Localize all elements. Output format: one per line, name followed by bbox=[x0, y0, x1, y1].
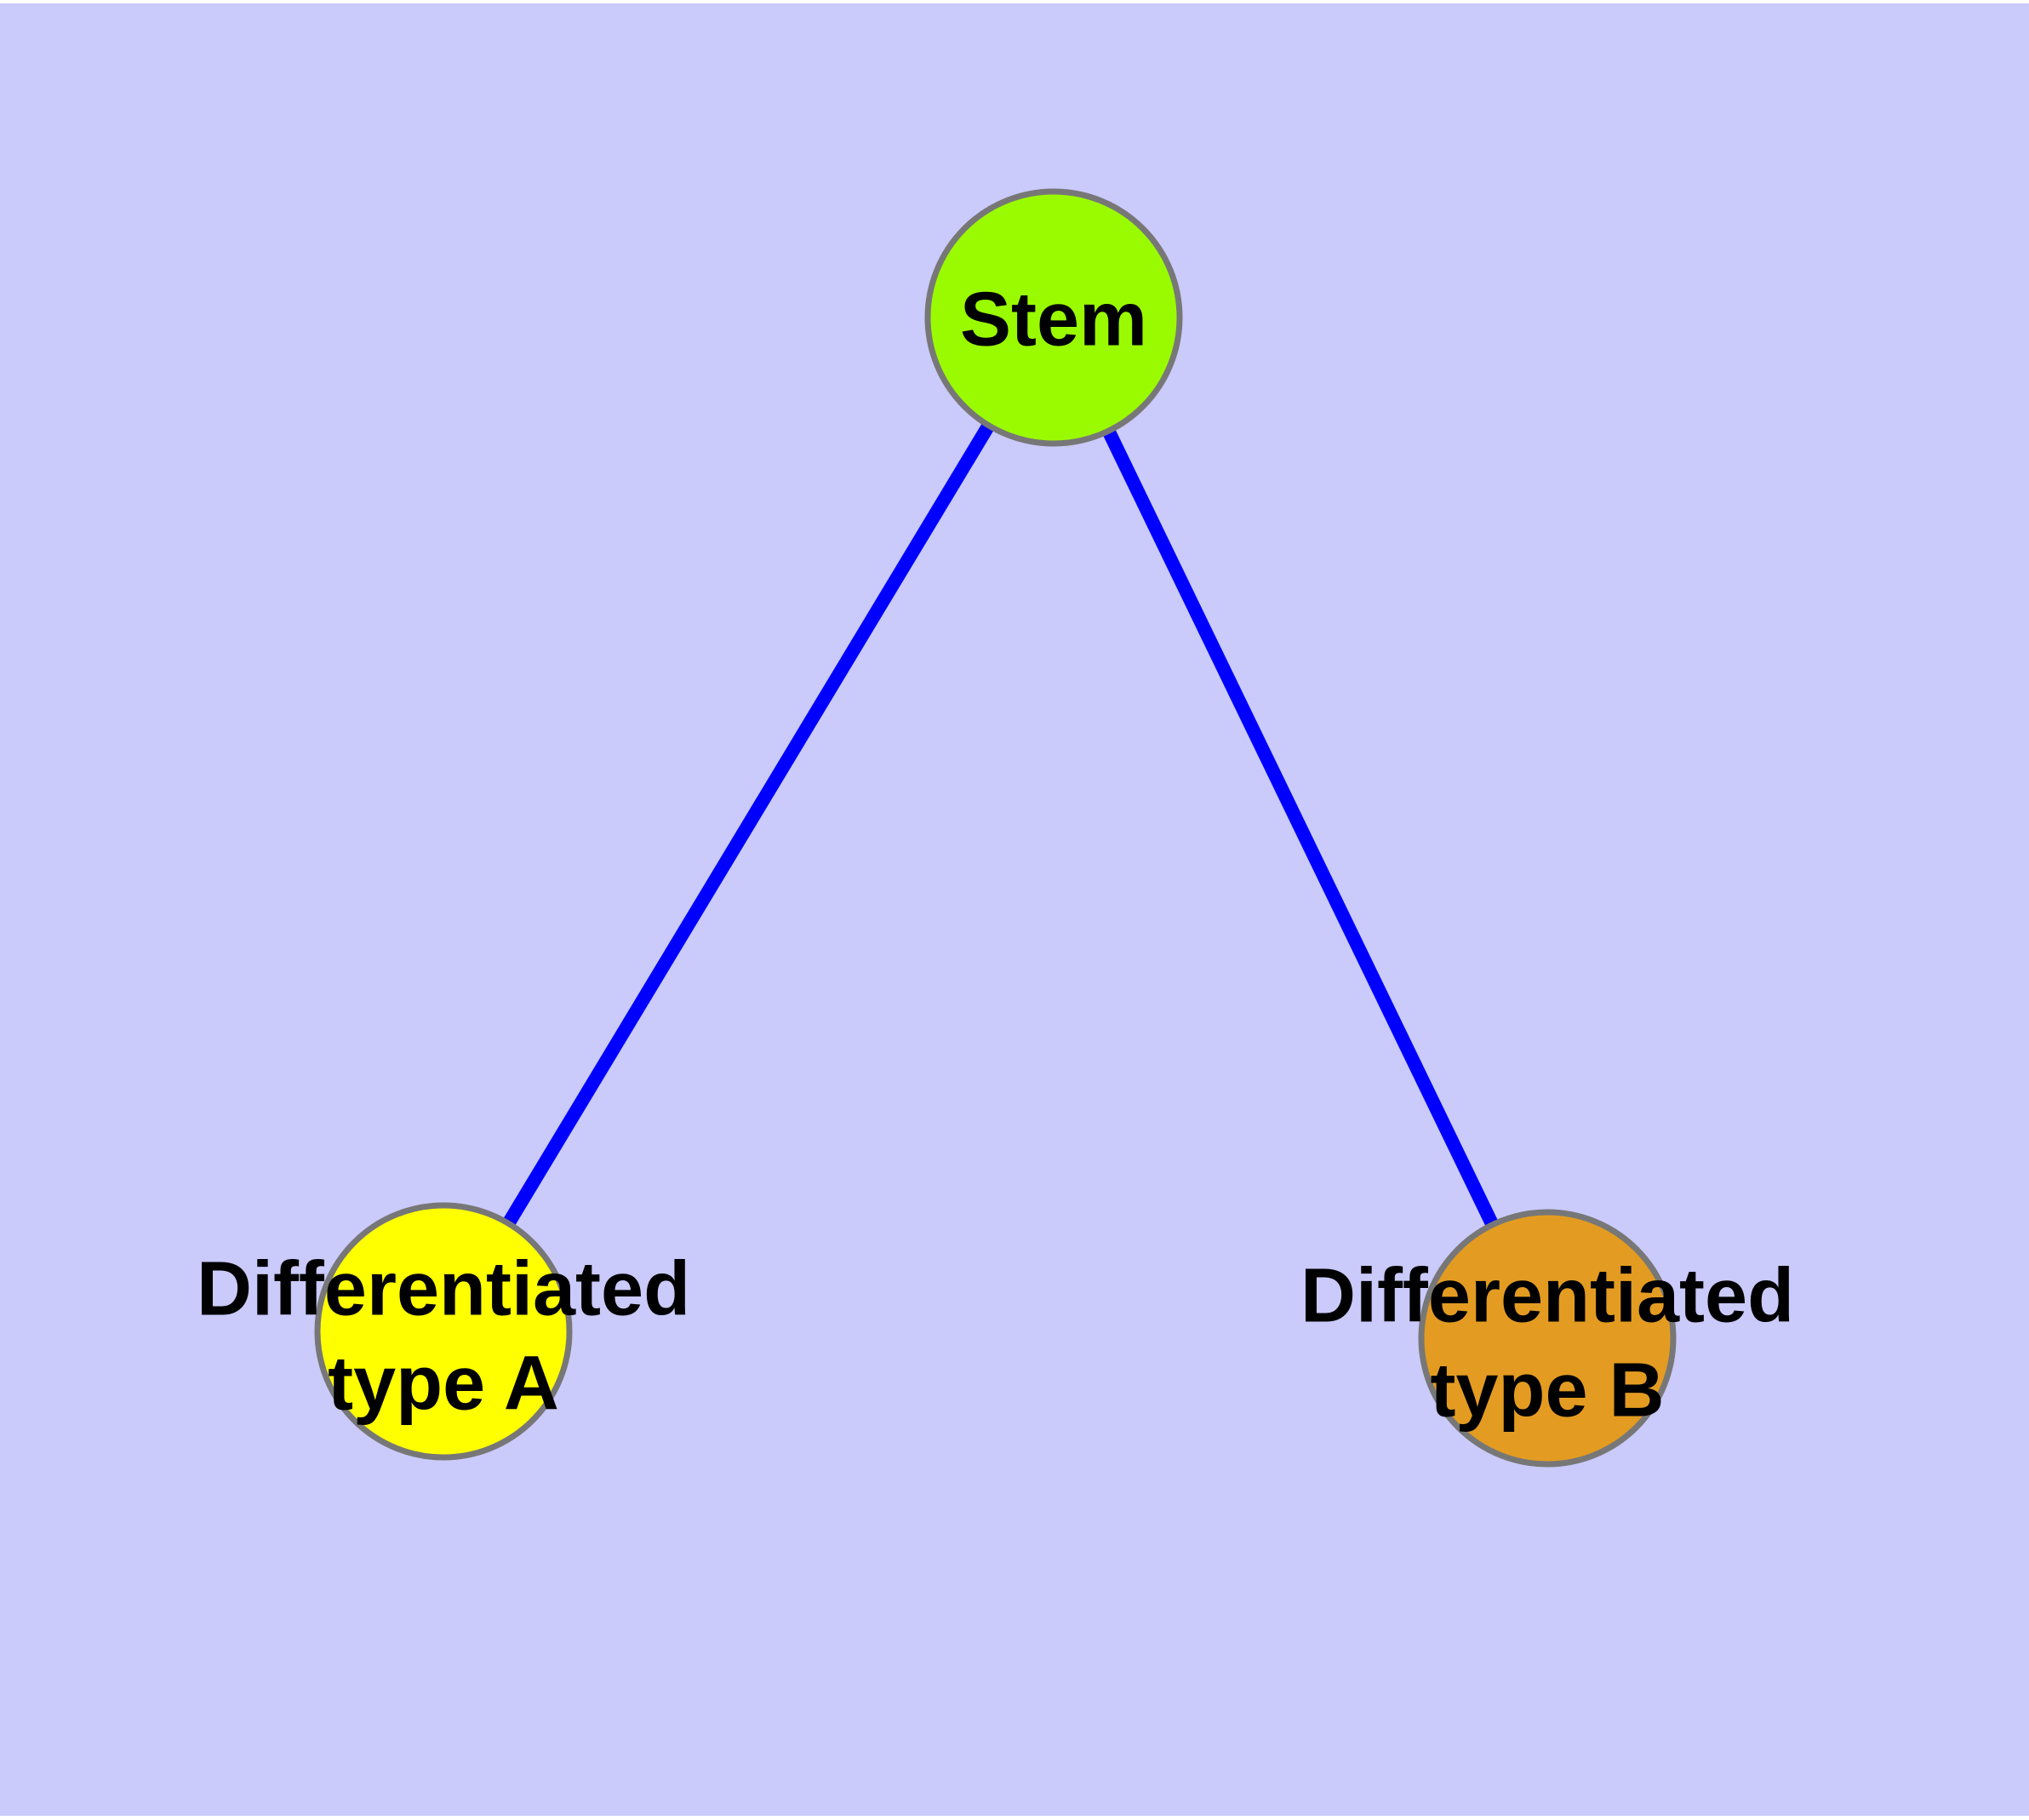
node-type-a-label: Differentiated type A bbox=[196, 1246, 691, 1426]
node-stem-circle bbox=[924, 188, 1183, 447]
node-type-a-circle bbox=[314, 1202, 573, 1461]
edge-stem-to-type-b bbox=[1047, 314, 1554, 1342]
edge-stem-to-type-a bbox=[437, 313, 1060, 1336]
node-type-b-circle bbox=[1418, 1209, 1677, 1468]
node-type-b-label: Differentiated type B bbox=[1300, 1253, 1795, 1433]
node-stem-label: Stem bbox=[959, 277, 1148, 363]
